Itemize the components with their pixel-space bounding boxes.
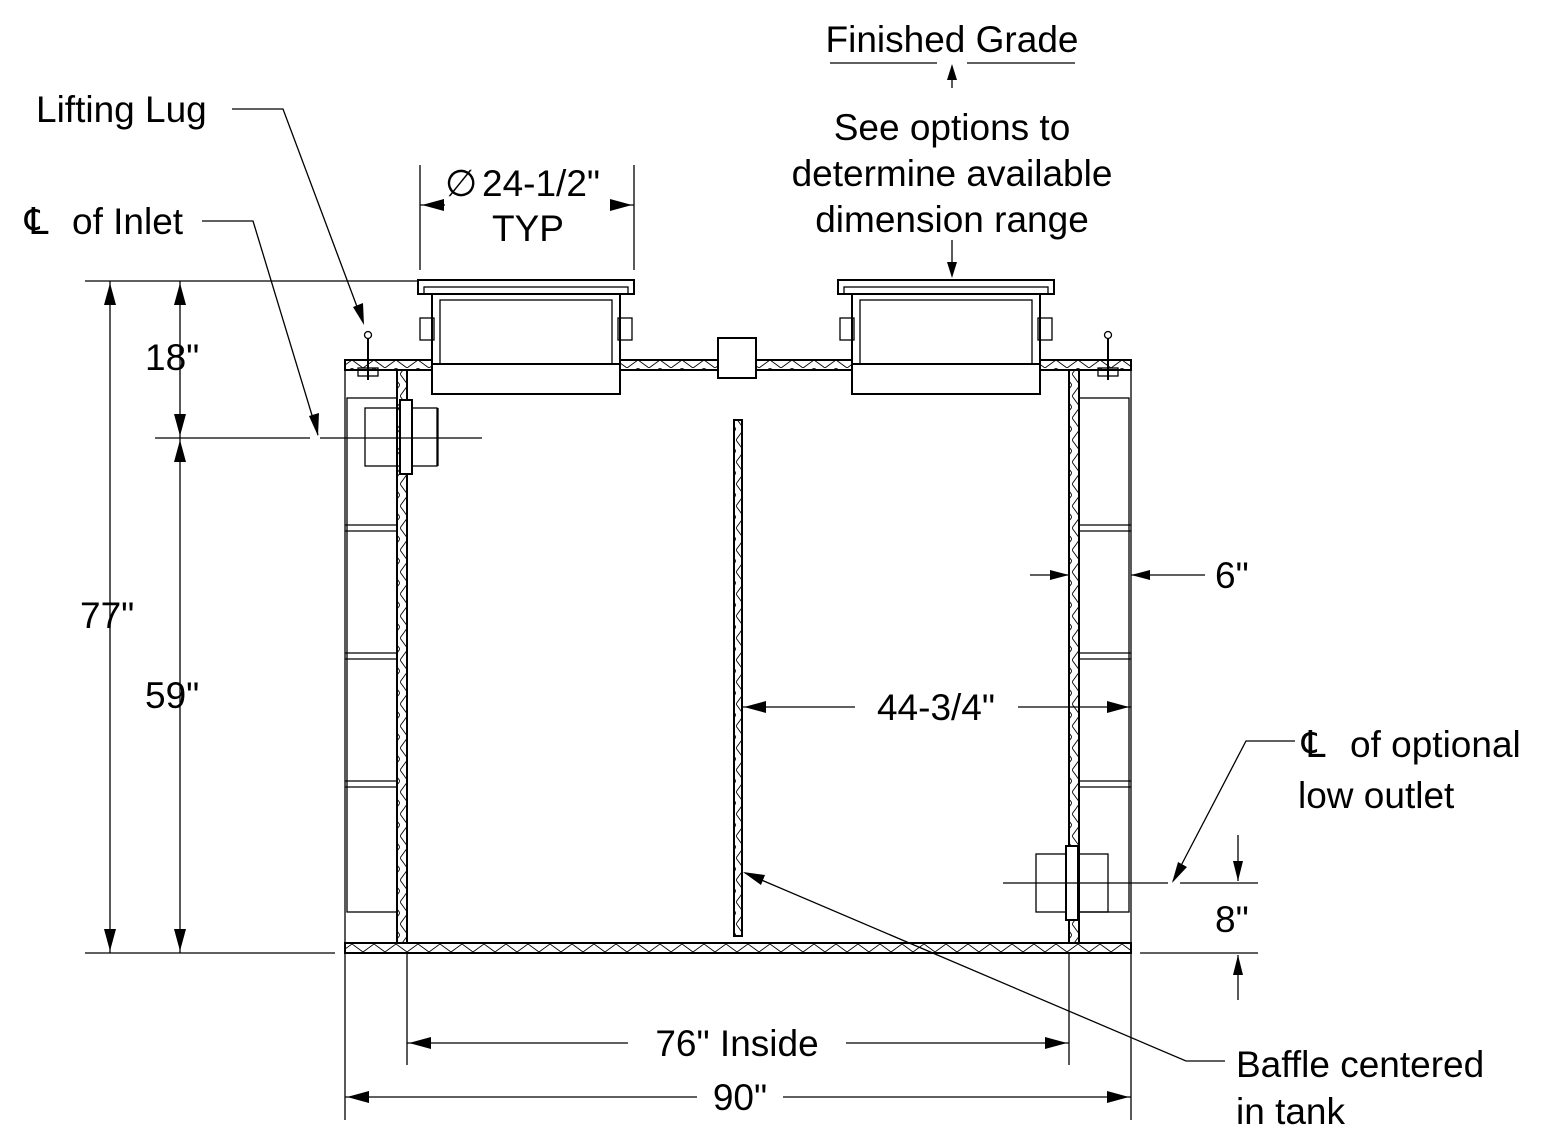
tank-body	[344, 337, 1132, 954]
lifting-lug-left	[357, 330, 379, 380]
finished-grade-label: Finished Grade	[826, 19, 1079, 60]
text-labels: Finished Grade See options to determine …	[24, 19, 1521, 1132]
dim-outside-width: 90"	[713, 1077, 767, 1118]
inlet-pipe	[364, 399, 439, 475]
dimension-lines	[85, 62, 1258, 1120]
left-outer-wall	[344, 369, 398, 944]
centerline-symbol-outlet: ℄	[1301, 724, 1326, 765]
dim-wall-thickness: 6"	[1215, 555, 1249, 596]
cl-outlet-label-line2: low outlet	[1298, 775, 1455, 816]
dim-baffle-to-wall: 44-3/4"	[877, 687, 995, 728]
options-note-line1: See options to	[834, 107, 1071, 148]
leader-lines	[202, 108, 1295, 1062]
cl-inlet-label: of Inlet	[72, 201, 184, 242]
options-note-line2: determine available	[792, 153, 1113, 194]
dim-inlet-to-bottom: 59"	[145, 675, 199, 716]
cl-outlet-label-line1: of optional	[1350, 724, 1521, 765]
dim-top-to-inlet: 18"	[145, 337, 199, 378]
baffle-label-line2: in tank	[1236, 1091, 1346, 1132]
diameter-symbol: ∅	[445, 163, 477, 204]
left-access-riser	[417, 279, 635, 395]
lifting-lug-right	[1097, 330, 1119, 380]
dim-inside-width: 76" Inside	[655, 1023, 818, 1064]
cover-diameter-label: 24-1/2"	[482, 163, 600, 204]
cover-typ-label: TYP	[492, 208, 564, 249]
baffle-label-line1: Baffle centered	[1236, 1044, 1484, 1085]
right-access-riser	[837, 279, 1055, 395]
dim-total-height: 77"	[80, 595, 134, 636]
options-note-line3: dimension range	[815, 199, 1089, 240]
centerline-symbol-inlet: ℄	[24, 201, 49, 242]
dim-outlet-height: 8"	[1215, 899, 1249, 940]
lifting-lug-label: Lifting Lug	[36, 89, 207, 130]
center-port	[717, 337, 757, 379]
right-outer-wall	[1078, 369, 1132, 944]
